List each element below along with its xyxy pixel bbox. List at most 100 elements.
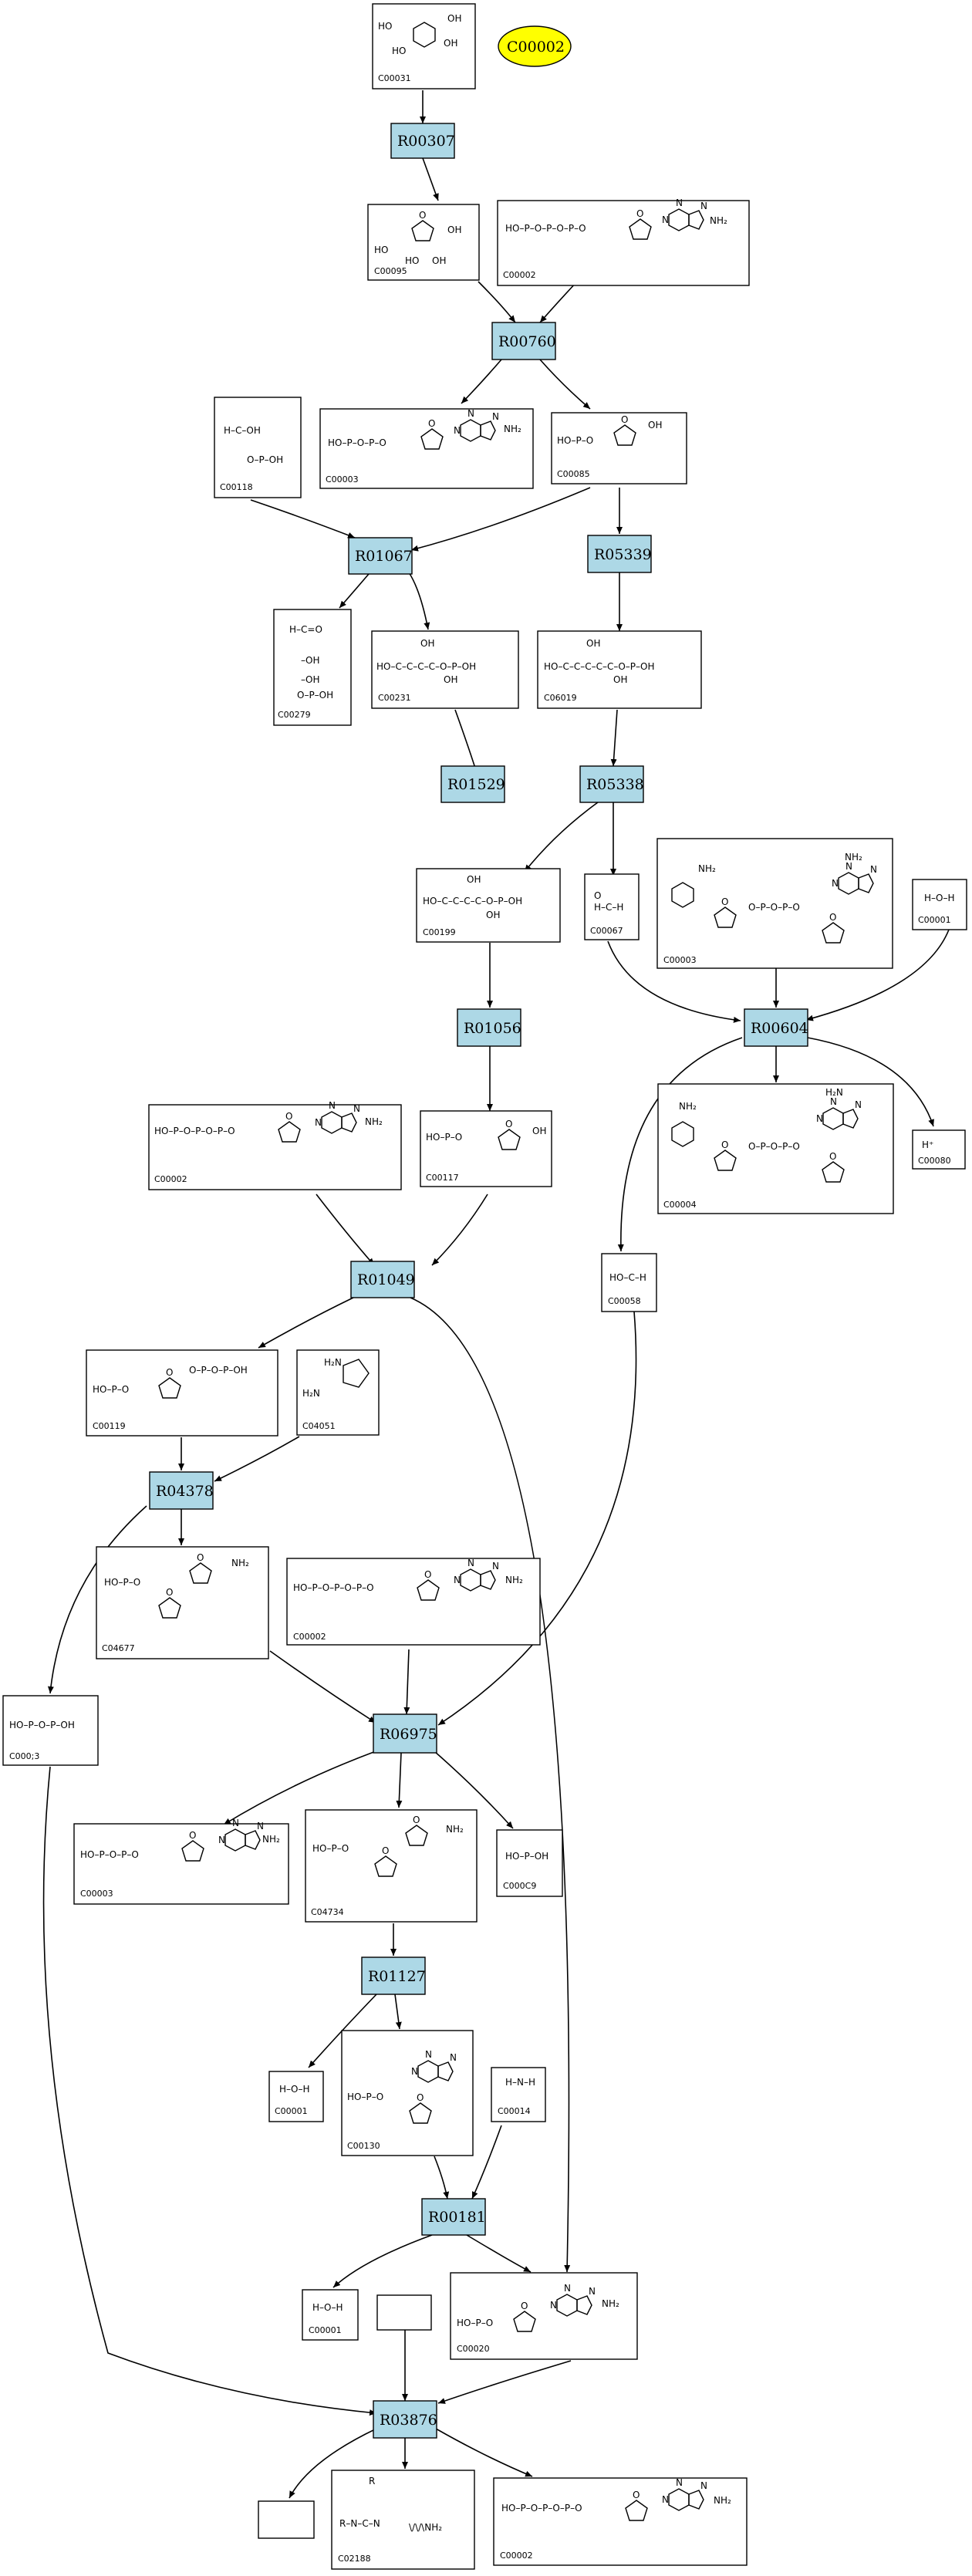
compound-node[interactable]: HO–C–H C00058 bbox=[601, 1253, 657, 1312]
svg-text:H₂N: H₂N bbox=[302, 1388, 320, 1399]
reaction-node[interactable]: R05339 bbox=[587, 535, 652, 573]
svg-text:H–C=O: H–C=O bbox=[289, 624, 322, 635]
svg-text:R01049: R01049 bbox=[357, 1271, 415, 1288]
svg-text:OH: OH bbox=[486, 910, 500, 920]
compound-node[interactable]: HO–P–O–P–O NH₂ C00003 bbox=[73, 1817, 289, 1905]
svg-text:R00181: R00181 bbox=[428, 2209, 486, 2226]
compound-label: C00002 bbox=[503, 270, 536, 280]
compound-node[interactable]: HO–P–O–P–O–P–O NH₂ C00002 bbox=[148, 1099, 402, 1190]
svg-text:OH: OH bbox=[467, 874, 481, 885]
reaction-node[interactable]: R00760 bbox=[491, 322, 556, 360]
svg-text:R04378: R04378 bbox=[156, 1483, 214, 1500]
compound-node[interactable]: HO–P–O–P–OH C000;3 bbox=[2, 1695, 99, 1766]
compound-label: C00014 bbox=[498, 2106, 531, 2116]
svg-text:O–P–OH: O–P–OH bbox=[297, 690, 333, 701]
compound-node[interactable]: H–C–OH O–P–OH C00118 bbox=[214, 397, 302, 498]
compound-node[interactable]: H–N–H C00014 bbox=[491, 2067, 546, 2122]
edge bbox=[437, 1311, 637, 1726]
compound-label: C00002 bbox=[154, 1174, 187, 1184]
reaction-node[interactable]: R05338 bbox=[579, 765, 644, 803]
svg-text:HO–P–O–P–O: HO–P–O–P–O bbox=[80, 1849, 139, 1860]
compound-node[interactable]: H–C=O –OH –OH O–P–OH C00279 bbox=[273, 609, 352, 726]
reaction-node[interactable]: R04378 bbox=[149, 1471, 214, 1510]
compound-node[interactable]: R R–N–C–N \/\/\NH₂ C02188 bbox=[331, 2470, 475, 2570]
edge bbox=[269, 1650, 376, 1724]
reaction-node[interactable]: R00307 bbox=[390, 123, 455, 159]
compound-label: C00003 bbox=[326, 474, 359, 484]
compound-node[interactable]: H–O–H C00001 bbox=[268, 2071, 324, 2122]
compound-node[interactable]: HO–P–OH C000C9 bbox=[496, 1829, 563, 1897]
svg-text:NH₂: NH₂ bbox=[504, 424, 521, 434]
svg-text:HO: HO bbox=[405, 255, 419, 266]
compound-node[interactable] bbox=[258, 2500, 315, 2539]
compound-node[interactable]: HO–P–O C00130 bbox=[341, 2030, 474, 2156]
compound-node[interactable]: HO–P–O–P–O–P–O NH₂ C00002 bbox=[493, 2476, 748, 2566]
edge bbox=[805, 929, 950, 1021]
compound-node[interactable]: H–O–H C00001 bbox=[912, 879, 967, 930]
compound-node[interactable]: NH₂ O–P–O–P–O H₂N C00004 bbox=[657, 1083, 894, 1214]
edge bbox=[250, 499, 356, 538]
edge bbox=[332, 2234, 433, 2288]
compound-node[interactable]: H₂N H₂N C04051 bbox=[296, 1349, 380, 1436]
edge bbox=[47, 1505, 147, 1694]
compound-label: C00058 bbox=[608, 1296, 641, 1306]
reaction-node[interactable]: R01067 bbox=[348, 537, 413, 575]
compound-node[interactable]: NH₂ O–P–O–P–O NH₂ C00003 bbox=[656, 838, 893, 969]
svg-text:–OH: –OH bbox=[301, 674, 319, 685]
compound-node[interactable]: HO–P–O–P–O NH₂ C00003 bbox=[319, 407, 534, 489]
edge bbox=[258, 1297, 354, 1349]
svg-text:O: O bbox=[594, 890, 601, 901]
reaction-node[interactable]: R00181 bbox=[421, 2198, 486, 2236]
compound-label: C06019 bbox=[544, 693, 577, 703]
svg-text:R00760: R00760 bbox=[498, 333, 556, 350]
compound-node[interactable]: H–O–H C00001 bbox=[302, 2289, 359, 2341]
svg-text:NH₂: NH₂ bbox=[505, 1575, 523, 1585]
svg-text:R05338: R05338 bbox=[586, 776, 644, 793]
svg-text:HO–P–O: HO–P–O bbox=[347, 2092, 383, 2102]
compound-node[interactable]: H⁺ C00080 bbox=[912, 1129, 966, 1170]
svg-text:OH: OH bbox=[613, 674, 627, 685]
reaction-node[interactable]: R01529 bbox=[440, 765, 505, 803]
compound-node[interactable]: HO–P–O O–P–O–P–OH C00119 bbox=[86, 1349, 278, 1437]
svg-text:R06975: R06975 bbox=[380, 1726, 437, 1743]
reaction-node[interactable]: R03876 bbox=[373, 2400, 437, 2439]
svg-text:NH₂: NH₂ bbox=[710, 215, 727, 226]
edge bbox=[316, 1193, 375, 1266]
compound-label: C00031 bbox=[378, 73, 411, 83]
reaction-node[interactable]: R00604 bbox=[744, 1008, 808, 1047]
svg-text:HO–P–O: HO–P–O bbox=[312, 1843, 349, 1854]
compound-node[interactable]: HO–P–O NH₂ C04677 bbox=[96, 1546, 269, 1659]
compound-node[interactable] bbox=[376, 2294, 432, 2331]
svg-text:HO–C–C–C–C–O–P–OH: HO–C–C–C–C–O–P–OH bbox=[423, 896, 522, 906]
compound-node[interactable]: O H–C–H C00067 bbox=[584, 873, 640, 940]
edge bbox=[524, 802, 599, 873]
svg-text:H–C–OH: H–C–OH bbox=[224, 425, 261, 436]
highlight-compound-badge[interactable]: C00002 bbox=[498, 25, 572, 67]
svg-text:NH₂: NH₂ bbox=[262, 1834, 280, 1845]
edge bbox=[223, 1751, 376, 1825]
svg-text:HO–P–O: HO–P–O bbox=[557, 435, 593, 446]
reaction-node[interactable]: R01127 bbox=[361, 1956, 426, 1995]
compound-node[interactable]: HO–P–O OH C00117 bbox=[420, 1110, 552, 1187]
svg-text:H₂N: H₂N bbox=[825, 1087, 843, 1098]
compound-node[interactable]: HO–P–O NH₂ C04734 bbox=[305, 1809, 478, 1923]
compound-node[interactable]: HO–P–O OH C00085 bbox=[551, 412, 687, 484]
reaction-node[interactable]: R06975 bbox=[373, 1713, 437, 1754]
compound-label: C00085 bbox=[557, 469, 590, 479]
svg-text:H–C–H: H–C–H bbox=[594, 902, 623, 913]
svg-text:HO–P–O–P–O–P–O: HO–P–O–P–O–P–O bbox=[154, 1126, 235, 1136]
compound-label: C00001 bbox=[309, 2325, 342, 2335]
compound-node[interactable]: HO–P–O–P–O–P–O NH₂ C00002 bbox=[497, 197, 750, 286]
reaction-node[interactable]: R01049 bbox=[350, 1261, 415, 1298]
compound-node[interactable]: HO–P–O–P–O–P–O NH₂ C00002 bbox=[286, 1557, 541, 1646]
edge bbox=[461, 359, 502, 404]
compound-node[interactable]: HO–P–O NH₂ C00020 bbox=[450, 2272, 638, 2360]
reaction-node[interactable]: R01056 bbox=[457, 1008, 521, 1047]
svg-text:O–P–OH: O–P–OH bbox=[247, 454, 283, 465]
svg-text:HO–C–C–C–C–O–P–OH: HO–C–C–C–C–O–P–OH bbox=[376, 661, 476, 672]
